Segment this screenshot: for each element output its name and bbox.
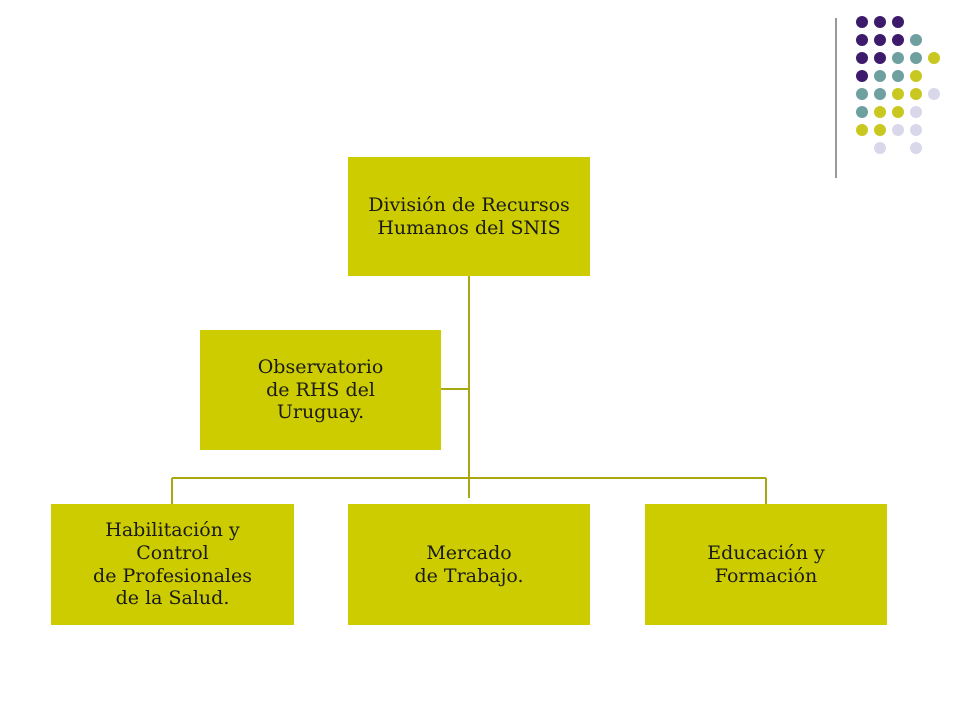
decorative-dot (856, 52, 868, 64)
decorative-dot (856, 70, 868, 82)
decorative-dot (874, 16, 886, 28)
decorative-dot (892, 106, 904, 118)
root-box: División de Recursos Humanos del SNIS (348, 157, 590, 276)
decorative-dot (892, 16, 904, 28)
decorative-dot (874, 124, 886, 136)
decorative-dot (910, 88, 922, 100)
decorative-dot (892, 52, 904, 64)
decorative-dot (874, 34, 886, 46)
decorative-dot (856, 16, 868, 28)
decorative-dot (874, 52, 886, 64)
child-box-3: Educación y Formación (645, 504, 887, 625)
decorative-dot (910, 124, 922, 136)
decorative-dot (856, 34, 868, 46)
decorative-dot (892, 124, 904, 136)
decorative-dot-grid (835, 16, 940, 178)
decorative-dot (856, 88, 868, 100)
decorative-dot (874, 106, 886, 118)
decorative-dot (928, 52, 940, 64)
decorative-dot (910, 52, 922, 64)
decorative-dot (856, 124, 868, 136)
decorative-dot (892, 88, 904, 100)
root-box-label: División de Recursos Humanos del SNIS (368, 193, 570, 239)
assistant-box: Observatorio de RHS del Uruguay. (200, 330, 441, 450)
decorative-dot (910, 34, 922, 46)
decorative-dot (874, 88, 886, 100)
decorative-dot (910, 106, 922, 118)
child-box-1-label: Habilitación y Control de Profesionales … (93, 518, 252, 610)
decorative-dot (892, 34, 904, 46)
child-box-3-label: Educación y Formación (707, 541, 825, 587)
decorative-dot (910, 70, 922, 82)
decorative-dot (910, 142, 922, 154)
decorative-dot (856, 106, 868, 118)
decorative-dot (892, 70, 904, 82)
decorative-dot (874, 70, 886, 82)
decorative-dot (874, 142, 886, 154)
decorative-dot (928, 88, 940, 100)
child-box-1: Habilitación y Control de Profesionales … (51, 504, 294, 625)
assistant-box-label: Observatorio de RHS del Uruguay. (257, 355, 384, 424)
child-box-2-label: Mercado de Trabajo. (414, 541, 524, 587)
child-box-2: Mercado de Trabajo. (348, 504, 590, 625)
